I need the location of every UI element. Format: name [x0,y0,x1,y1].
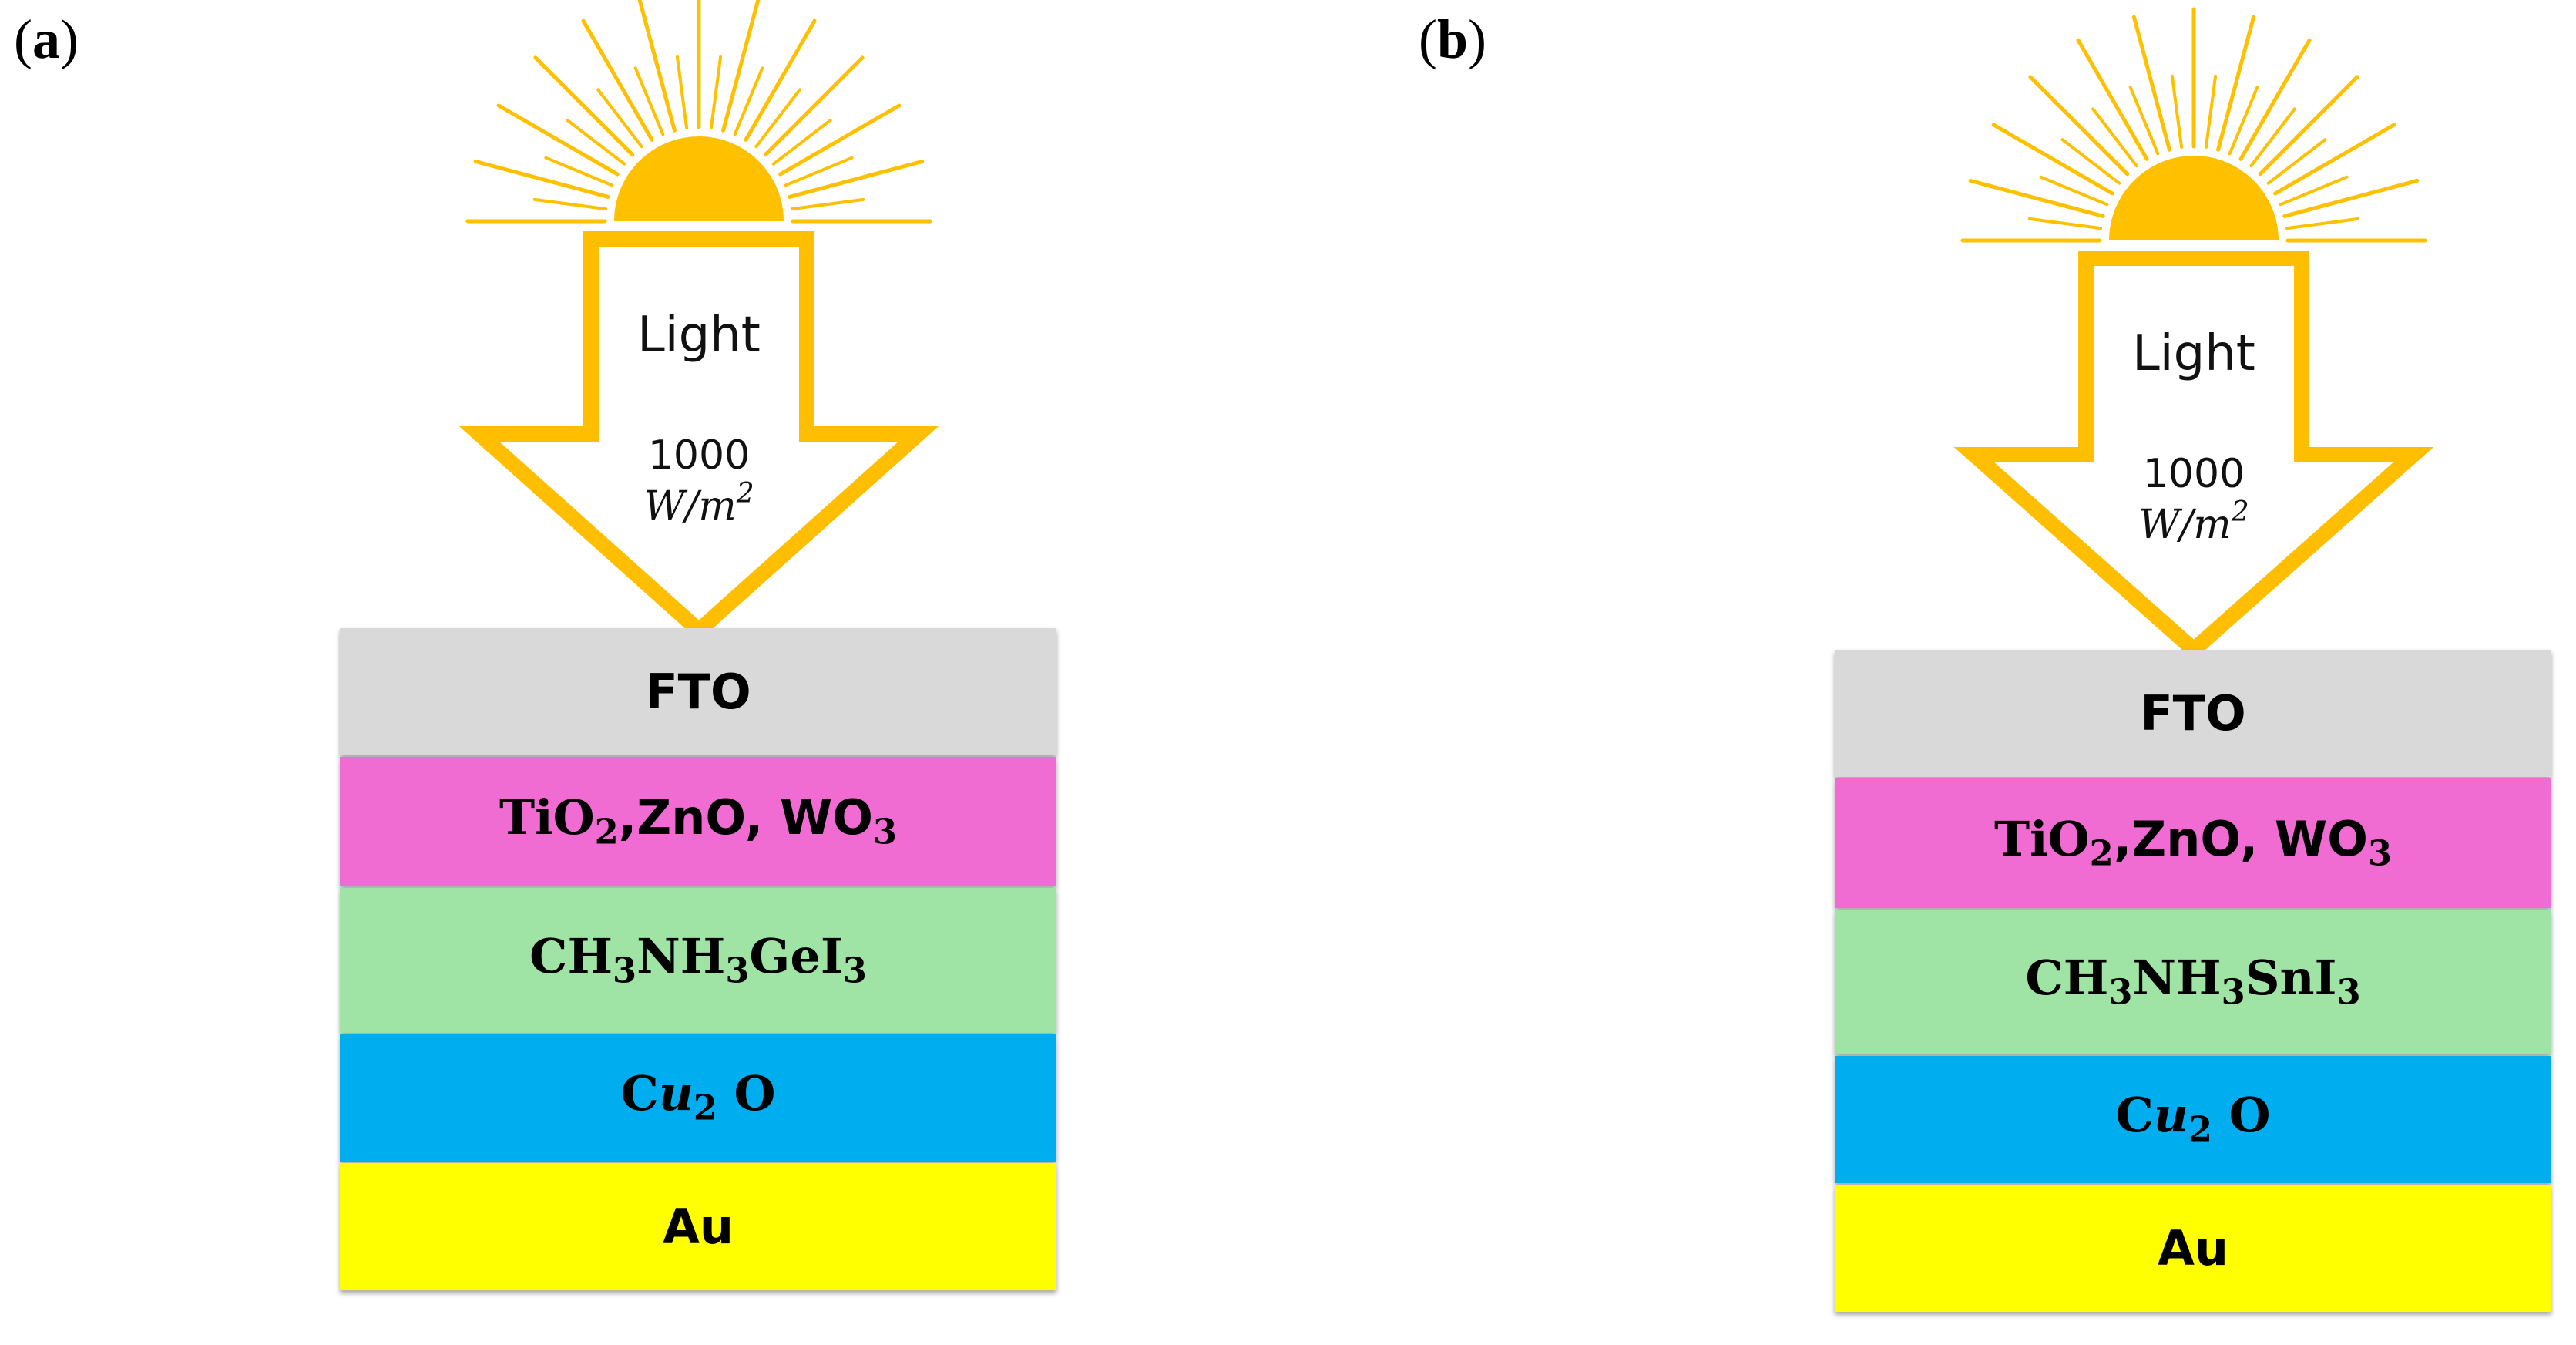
panel-label-close: ) [59,8,79,70]
sun-ray [2279,175,2349,207]
sun-ray [2091,107,2138,168]
panel-label-close: ) [1468,8,1487,70]
sun-ray [596,88,643,149]
sun-ray [581,18,654,142]
layer-etl: TiO2,ZnO, WO3 [340,757,1056,886]
sun-ray [544,156,614,187]
sun-ray [788,159,925,199]
sun-ray [754,88,801,149]
sun-ray [791,197,865,211]
illumination-graphic: Light 1000 W/m2 [1953,7,2434,661]
panel-label-open: ( [14,8,32,70]
sun-ray [2027,217,2102,230]
layer-absorber: CH3NH3GeI3 [340,888,1056,1033]
layer-absorber-label: CH3NH3GeI3 [529,927,867,991]
sun-ray [566,119,626,166]
sun-ray [778,103,902,177]
panel-a: (a) Light 1000 W/m2 FTO TiO2,ZnO, WO3 CH… [14,0,1056,1290]
sun-ray [2060,138,2121,185]
panel-label: (a) [14,12,79,67]
sun-ray [709,55,723,129]
light-arrow [1953,251,2434,661]
irradiance-value: 1000 [648,432,750,479]
sun-ray [2216,15,2256,152]
sun-ray [496,103,620,177]
sun-ray [2249,107,2296,168]
sun-ray [771,119,832,166]
sun-ray [2204,74,2218,149]
sun-ray [2228,86,2259,156]
irradiance-unit: W/m2 [2138,496,2249,548]
layer-fto-label: FTO [645,663,751,720]
sun-rays [1960,7,2427,243]
irradiance-unit: W/m2 [643,478,754,530]
sun-ray [1968,178,2105,218]
layer-electrode: Au [1835,1185,2551,1312]
sun-ray [2266,138,2327,185]
sun-ray [2258,75,2359,177]
sun-ray [532,197,607,211]
sun-ray [744,18,817,142]
sun-ray [1991,123,2114,196]
sun-ray [2282,178,2420,218]
sun-ray [784,156,854,187]
sun-ray [733,66,764,136]
sun-ray [763,55,865,157]
layer-fto: FTO [1835,650,2551,777]
layer-htl: Cu2 O [340,1034,1056,1162]
sun-icon [614,136,784,221]
light-arrow [458,231,939,641]
sun-ray [675,55,689,129]
sun-ray [2039,175,2109,207]
panel-label: (b) [1419,12,1486,67]
sun-ray [2273,123,2396,196]
layer-htl-label: Cu2 O [2115,1087,2271,1150]
sun-icon [2109,156,2279,240]
layer-htl-label: Cu2 O [620,1065,776,1128]
device-stack: FTO TiO2,ZnO, WO3 CH3NH3GeI3 Cu2 O Au [340,628,1056,1290]
sun-ray [721,0,761,133]
layer-fto: FTO [340,628,1056,755]
sun-ray [2028,75,2130,177]
sun-ray [633,66,665,136]
sun-ray [533,55,635,157]
light-label: Light [2132,325,2255,382]
panel-label-letter: b [1436,8,1469,70]
panel-label-letter: a [32,8,60,70]
layer-absorber-label: CH3NH3SnI3 [2025,949,2361,1013]
layer-etl: TiO2,ZnO, WO3 [1835,778,2551,908]
irradiance-value: 1000 [2143,451,2245,497]
layer-etl-label: TiO2,ZnO, WO3 [499,789,898,852]
layer-absorber: CH3NH3SnI3 [1835,910,2551,1054]
layer-electrode: Au [340,1163,1056,1290]
layer-fto-label: FTO [2140,684,2246,741]
sun-ray [2131,15,2171,152]
panel-b: (b) Light 1000 W/m2 FTO TiO2,ZnO, WO3 CH… [1287,0,2574,1345]
layer-htl: Cu2 O [1835,1056,2551,1183]
sun-ray [2128,86,2160,156]
light-label: Light [637,307,761,364]
layer-etl-label: TiO2,ZnO, WO3 [1993,810,2393,874]
layer-electrode-label: Au [2157,1219,2229,1276]
panel-label-open: ( [1419,8,1437,70]
sun-ray [2076,38,2149,161]
sun-rays [465,0,932,224]
sun-ray [2285,217,2360,230]
illumination-graphic: Light 1000 W/m2 [458,0,939,641]
sun-ray [473,159,610,199]
sun-ray [2238,38,2312,161]
sun-ray [2170,74,2184,149]
device-stack: FTO TiO2,ZnO, WO3 CH3NH3SnI3 Cu2 O Au [1835,650,2551,1312]
layer-electrode-label: Au [662,1198,734,1255]
sun-ray [637,0,677,133]
